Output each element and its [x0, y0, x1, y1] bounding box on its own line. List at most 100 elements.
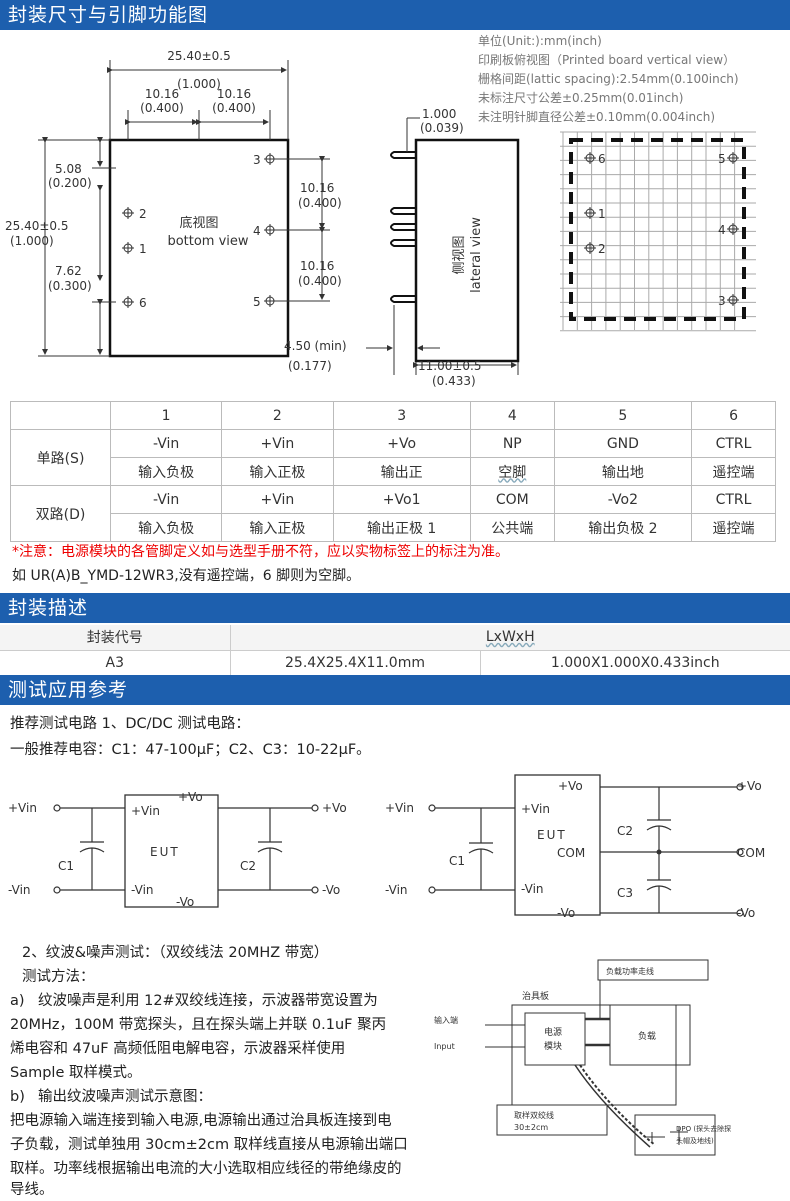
c1-eut-in-plus: +Vin: [131, 804, 160, 818]
c1-cap-c1: C1: [58, 859, 74, 873]
test-circuit-heading: 推荐测试电路 1、DC/DC 测试电路：: [10, 716, 250, 732]
pcb-pin-6: 6: [598, 152, 606, 166]
table-cell: COM: [469, 485, 555, 514]
package-table: 封装代号 LxWxH A3 25.4X25.4X11.0mm 1.000X1.0…: [0, 625, 790, 676]
bottom-view-label-cn: 底视图: [179, 215, 218, 231]
dpo-label-2: 头帽及地线): [676, 1136, 714, 1145]
twisted-pair-label: 取样双绞线: [514, 1110, 554, 1120]
specs-block: 单位(Unit:):mm(inch) 印刷板俯视图（Printed board …: [478, 33, 739, 124]
package-dims-header-text: LxWxH: [485, 629, 535, 646]
pin-header-1: 1: [109, 401, 223, 430]
package-dims-inch: 1.000X1.000X0.433inch: [480, 650, 790, 676]
dual-channel-label: 双路(D): [10, 485, 111, 542]
item-b-line3: 取样。功率线根据输出电流的大小选取相应线径的带绝缘皮的: [10, 1161, 402, 1177]
table-row: 封装代号 LxWxH: [0, 625, 790, 651]
pcb-pin-3: 3: [718, 294, 726, 308]
table-row: 输入负极 输入正极 输出正 空脚 输出地 遥控端: [11, 457, 776, 486]
c1-eut-in-minus: -Vin: [131, 883, 154, 897]
dim-depth-inch: (0.433): [432, 374, 476, 388]
spec-unit: 单位(Unit:):mm(inch): [478, 33, 602, 48]
dim-bottom-offset-inch: (0.300): [48, 279, 92, 293]
test-circuit-dual: +Vin -Vin C1 +Vin -Vin +Vo COM -Vo EUT C…: [385, 774, 765, 920]
package-dims-mm: 25.4X25.4X11.0mm: [230, 650, 481, 676]
pcb-grid-view: 6 1 2 5 4 3: [560, 131, 756, 332]
pcb-pin-4: 4: [718, 223, 726, 237]
dim-pin-diameter-inch: (0.039): [420, 121, 464, 135]
c2-vin-plus: +Vin: [385, 801, 414, 815]
table-row: A3 25.4X25.4X11.0mm 1.000X1.000X0.433inc…: [0, 650, 790, 676]
item-a-line4: Sample 取样模式。: [10, 1065, 142, 1081]
psu-label: 电源: [544, 1026, 562, 1038]
single-channel-label: 单路(S): [10, 429, 111, 486]
section-title-package-dimensions: 封装尺寸与引脚功能图: [0, 0, 790, 30]
table-cell: 输入正极: [221, 513, 334, 542]
table-cell: 公共端: [469, 513, 555, 542]
table-cell: GND: [553, 429, 693, 458]
item-b-line1: 把电源输入端连接到输入电源,电源输出通过治具板连接到电: [10, 1113, 392, 1129]
dim-left-pitch-inch: (0.400): [140, 101, 184, 115]
pin-function-table: 1 2 3 4 5 6 单路(S) -Vin +Vin +Vo NP GND C…: [10, 401, 776, 542]
table-row: 双路(D) -Vin +Vin +Vo1 COM -Vo2 CTRL: [10, 485, 776, 542]
table-cell: -Vin: [109, 485, 223, 514]
dim-total-width-inch: (1.000): [177, 77, 221, 91]
pin-label-3: 3: [253, 153, 261, 167]
table-cell: 输出负极 2: [553, 513, 693, 542]
table-cell: 输入负极: [109, 457, 223, 486]
table-cell: 输入正极: [221, 457, 334, 486]
table-cell: 输出正: [332, 457, 471, 486]
pin-warning-note: *注意：电源模块的各管脚定义如与选型手册不符，应以实物标签上的标注为准。: [12, 544, 509, 560]
item-b-line2: 子负载，测试单独用 30cm±2cm 取样线直接从电源输出端口: [10, 1137, 408, 1153]
pin-label-1: 1: [139, 242, 147, 256]
item-a-line1: 纹波噪声是利用 12#双绞线连接，示波器带宽设置为: [38, 993, 378, 1009]
input-label-cn: 输入端: [434, 1015, 458, 1025]
dim-height: 25.40±0.5: [5, 219, 69, 233]
dim-right-pitch: 10.16: [217, 87, 251, 101]
table-corner: [10, 401, 111, 430]
fixture-label: 治具板: [522, 990, 549, 1002]
dim-depth: 11.00±0.5: [418, 359, 482, 373]
module-label: 模块: [544, 1040, 562, 1052]
pin-label-5: 5: [253, 295, 261, 309]
c1-eut-out-plus: +Vo: [178, 790, 203, 804]
table-cell: NP: [469, 429, 555, 458]
item-b-title: 输出纹波噪声测试示意图：: [38, 1089, 212, 1105]
table-cell: -Vin: [109, 429, 223, 458]
table-row: 输入负极 输入正极 输出正极 1 公共端 输出负极 2 遥控端: [11, 513, 776, 542]
c2-eut-in-plus: +Vin: [521, 802, 550, 816]
dim-pin-length-inch: (0.177): [288, 359, 332, 373]
test-circuit-single: +Vin -Vin C1 +Vin -Vin +Vo -Vo EUT C2 +V…: [8, 790, 347, 909]
spec-board: 印刷板俯视图（Printed board vertical view）: [478, 52, 735, 67]
pcb-pin-1: 1: [598, 207, 606, 221]
spec-pin-tolerance: 未注明针脚直径公差±0.10mm(0.004inch): [478, 109, 715, 124]
pcb-pin-5: 5: [718, 152, 726, 166]
dim-right-pitch-inch: (0.400): [212, 101, 256, 115]
table-cell: 输出地: [553, 457, 693, 486]
pcb-outline: [569, 138, 746, 321]
pin-label-2: 2: [139, 207, 147, 221]
dim-right-lower: 10.16: [300, 259, 334, 273]
table-cell: 输入负极: [109, 513, 223, 542]
power-line-label: 负载功率走线: [606, 966, 654, 976]
lateral-view-label-en: lateral view: [469, 217, 484, 293]
spec-tolerance: 未标注尺寸公差±0.25mm(0.01inch): [478, 90, 683, 105]
c1-vo-minus: -Vo: [322, 883, 340, 897]
spec-grid: 栅格间距(lattic spacing):2.54mm(0.100inch): [478, 71, 739, 86]
table-cell: +Vin: [221, 429, 334, 458]
input-label-en: Input: [434, 1042, 455, 1051]
dim-right-upper: 10.16: [300, 181, 334, 195]
table-cell: 输出正极 1: [332, 513, 471, 542]
load-label: 负载: [638, 1030, 656, 1042]
pin-header-6: 6: [691, 401, 776, 430]
c2-eut-com: COM: [557, 846, 585, 860]
table-cell: +Vo1: [332, 485, 471, 514]
c2-vo-plus: +Vo: [737, 779, 762, 793]
item-a-line2: 20MHz，100M 带宽探头，且在探头端上并联 0.1uF 聚丙: [10, 1017, 387, 1033]
bottom-view-drawing: 25.40±0.5 (1.000) 10.16 (0.400) 10.16 (0…: [5, 49, 342, 358]
dpo-label-1: DPO (探头去除探: [676, 1124, 731, 1133]
table-cell: +Vin: [221, 485, 334, 514]
c2-cap-c2: C2: [617, 824, 633, 838]
pin-label-4: 4: [253, 224, 261, 238]
table-cell: +Vo: [332, 429, 471, 458]
pcb-pin-2: 2: [598, 242, 606, 256]
dim-right-lower-inch: (0.400): [298, 274, 342, 288]
